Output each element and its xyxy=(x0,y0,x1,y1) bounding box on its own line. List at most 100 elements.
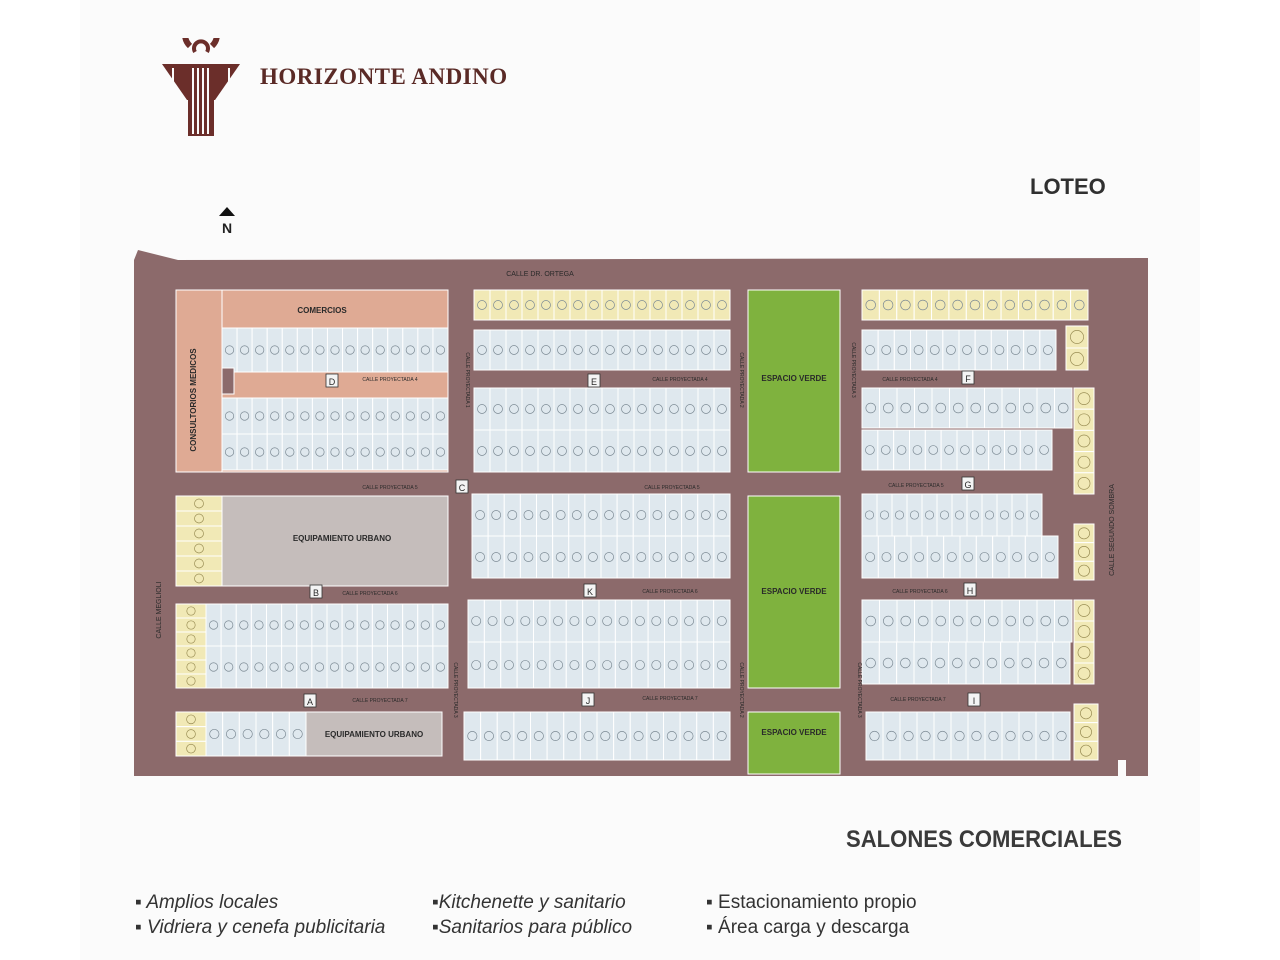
lot xyxy=(913,641,932,685)
lot xyxy=(876,493,893,537)
lot xyxy=(221,433,238,471)
block-label: EQUIPAMIENTO URBANO xyxy=(293,534,391,543)
lot xyxy=(220,645,237,689)
lot xyxy=(894,535,912,579)
lot xyxy=(631,641,649,689)
lot xyxy=(665,329,683,371)
lot-number-marker xyxy=(330,447,340,457)
lot xyxy=(966,387,985,429)
lot-number-marker xyxy=(667,660,678,670)
lot xyxy=(697,387,715,431)
lot-number-marker xyxy=(315,345,325,355)
lot xyxy=(896,641,915,685)
lot-number-marker xyxy=(717,552,727,562)
lot xyxy=(958,329,976,371)
lot xyxy=(417,397,434,435)
block-letter: D xyxy=(329,377,336,387)
lot-number-marker xyxy=(1078,546,1090,558)
lot-number-marker xyxy=(717,446,727,456)
block-letter: F xyxy=(965,374,971,384)
lot xyxy=(1001,387,1020,429)
lot-number-marker xyxy=(865,657,876,669)
north-arrow-icon xyxy=(219,207,235,216)
lot xyxy=(546,711,565,761)
lot-number-marker xyxy=(420,411,430,421)
lot-number-marker xyxy=(573,300,583,310)
lot xyxy=(205,645,222,689)
lot xyxy=(981,493,998,537)
lot-number-marker xyxy=(507,552,518,562)
lot-number-marker xyxy=(954,730,965,742)
lot xyxy=(1052,711,1071,761)
lot-number-marker xyxy=(970,402,981,414)
lot-number-marker xyxy=(1005,615,1016,627)
block-letter: C xyxy=(459,483,466,493)
lot xyxy=(585,429,603,473)
lot-number-marker xyxy=(995,552,1006,562)
lot-number-marker xyxy=(600,730,611,742)
lot xyxy=(631,599,649,643)
lot xyxy=(372,327,389,373)
lot-number-marker xyxy=(269,662,279,672)
lot-number-marker xyxy=(668,552,679,562)
lot-yellow xyxy=(175,645,207,661)
lot xyxy=(633,429,651,473)
lot-number-marker xyxy=(605,345,615,355)
lot xyxy=(533,641,551,689)
lot-yellow xyxy=(1073,387,1095,410)
lot xyxy=(893,429,911,471)
lot xyxy=(713,493,731,537)
lot-yellow xyxy=(983,289,1002,321)
lot xyxy=(266,327,283,373)
lot-number-marker xyxy=(1021,657,1032,669)
lot-number-marker xyxy=(555,552,566,562)
lot-number-marker xyxy=(1043,345,1053,355)
lot-number-marker xyxy=(975,445,986,455)
block-label: EQUIPAMIENTO URBANO xyxy=(325,730,423,739)
lot-number-marker xyxy=(988,730,999,742)
lot-yellow xyxy=(505,289,523,321)
lot-number-marker xyxy=(999,510,1010,520)
lot-number-marker xyxy=(1005,730,1016,742)
block-letter: G xyxy=(964,480,971,490)
lot xyxy=(236,433,253,471)
lot-yellow xyxy=(1073,451,1095,474)
lot xyxy=(296,433,313,471)
lot-number-marker xyxy=(882,615,894,627)
lot-yellow xyxy=(617,289,635,321)
lot xyxy=(988,429,1006,471)
lot xyxy=(326,645,343,689)
lot-number-marker xyxy=(240,411,250,421)
lot xyxy=(552,535,570,579)
lot-number-marker xyxy=(684,552,695,562)
lot-number-marker xyxy=(1077,646,1091,659)
lot-number-marker xyxy=(471,660,482,670)
feature-item: ▪Sanitarios para público xyxy=(432,917,633,938)
street-label: CALLE DR. ORTEGA xyxy=(506,271,574,278)
lot xyxy=(629,711,648,761)
lot-number-marker xyxy=(1057,615,1069,627)
lot xyxy=(371,645,388,689)
lot-number-marker xyxy=(700,730,711,742)
lot xyxy=(1054,599,1073,643)
lot-number-marker xyxy=(509,446,519,456)
lot-number-marker xyxy=(208,620,219,630)
block-label: ESPACIO VERDE xyxy=(761,374,827,383)
lot xyxy=(697,429,715,473)
block-label: CONSULTORIOS MEDICOS xyxy=(189,348,198,452)
lot xyxy=(387,645,404,689)
lot-number-marker xyxy=(345,345,355,355)
horizonte-andino-logo xyxy=(160,15,242,143)
lot xyxy=(500,641,518,689)
lot xyxy=(432,327,449,373)
lot xyxy=(943,535,961,579)
lot xyxy=(1019,429,1037,471)
lot xyxy=(681,387,699,431)
lot-number-marker xyxy=(700,616,711,626)
lot-yellow xyxy=(1073,662,1095,685)
feature-item: ▪ Área carga y descarga xyxy=(706,917,910,938)
lot xyxy=(877,329,895,371)
lot-number-marker xyxy=(1077,455,1091,469)
section-title: SALONES COMERCIALES xyxy=(846,826,1123,853)
lot xyxy=(956,429,974,471)
